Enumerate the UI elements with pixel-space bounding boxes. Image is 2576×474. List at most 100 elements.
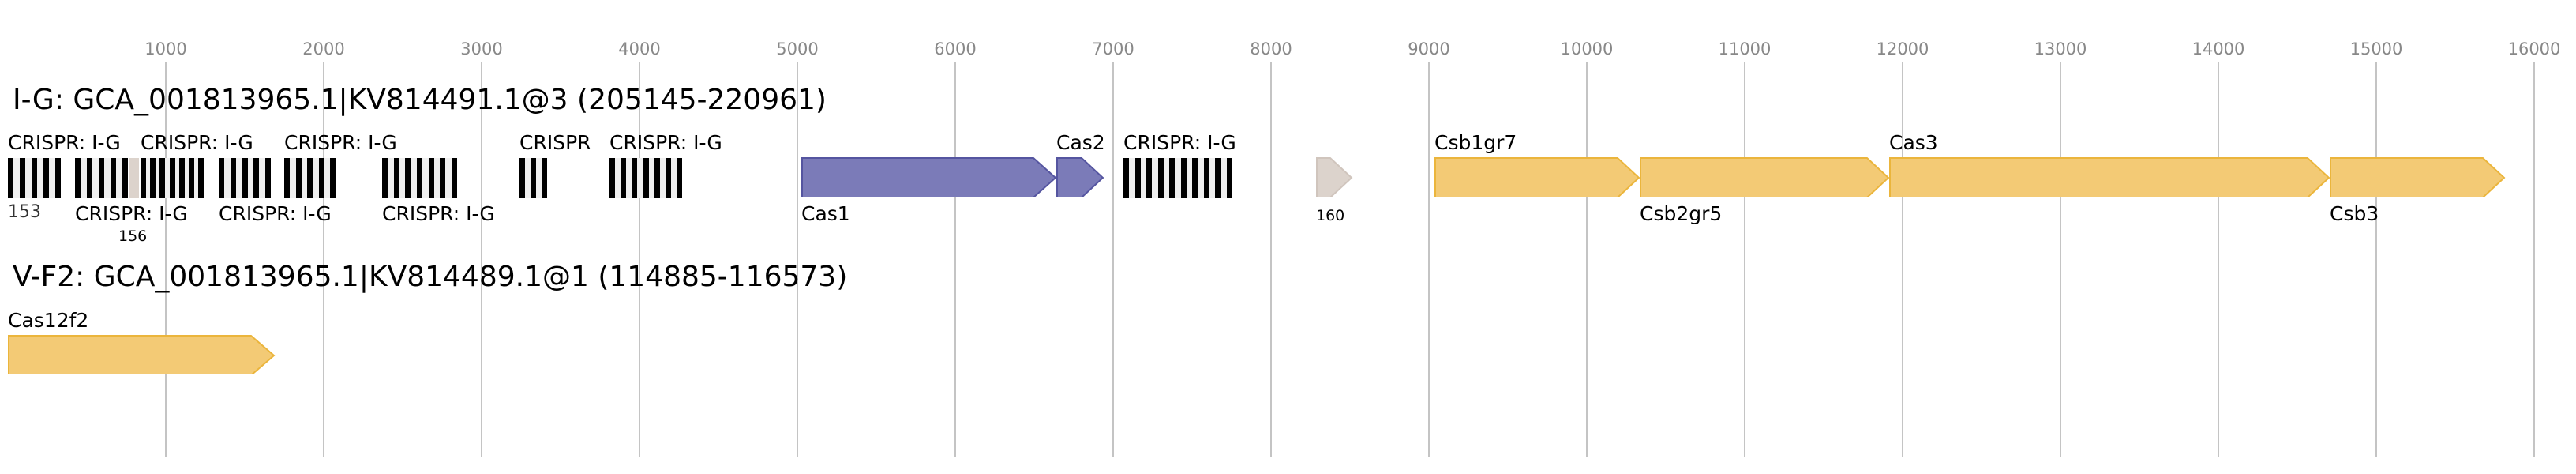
crispr-repeat xyxy=(99,158,104,198)
crispr-repeat xyxy=(242,158,248,198)
track1-title: I-G: GCA_001813965.1|KV814491.1@3 (20514… xyxy=(13,84,827,116)
unknown-label-160: 160 xyxy=(1316,207,1345,224)
crispr-label: CRISPR: I-G xyxy=(219,202,332,225)
crispr-repeat xyxy=(1215,158,1221,198)
crispr-repeat xyxy=(1169,158,1176,198)
crispr-repeat xyxy=(632,158,638,198)
crispr-repeat xyxy=(1203,158,1209,198)
gene-label-cas1: Cas1 xyxy=(801,202,850,225)
tick-label: 15000 xyxy=(2349,40,2403,58)
crispr-repeat xyxy=(198,158,204,198)
crispr-repeat xyxy=(318,158,324,198)
crispr-repeat xyxy=(169,158,175,198)
grid-line xyxy=(1586,62,1588,457)
crispr-repeat xyxy=(75,158,81,198)
crispr-repeat xyxy=(253,158,260,198)
grid-line xyxy=(954,62,956,457)
crispr-repeat xyxy=(295,158,302,198)
grid-line xyxy=(1428,62,1430,457)
crispr-repeat xyxy=(1157,158,1164,198)
crispr-repeat xyxy=(55,158,61,198)
gene-cas12f2[interactable] xyxy=(8,335,276,374)
gene-csb1gr7[interactable] xyxy=(1434,157,1641,197)
tick-label: 2000 xyxy=(302,40,345,58)
gene-cas1[interactable] xyxy=(801,157,1058,197)
gene-csb2gr5[interactable] xyxy=(1640,157,1891,197)
grid-line xyxy=(797,62,798,457)
crispr-repeat xyxy=(382,158,388,198)
crispr-label: CRISPR: I-G xyxy=(382,202,495,225)
grid-line xyxy=(1744,62,1745,457)
grid-line xyxy=(165,62,167,457)
crispr-repeat xyxy=(665,158,671,198)
crispr-label: CRISPR: I-G xyxy=(8,131,121,154)
grid-line xyxy=(2060,62,2061,457)
gene-cas2[interactable] xyxy=(1056,157,1105,197)
crispr-repeat xyxy=(1146,158,1153,198)
crispr-repeat xyxy=(428,158,434,198)
tick-label: 8000 xyxy=(1250,40,1292,58)
tick-label: 13000 xyxy=(2034,40,2087,58)
grid-line xyxy=(2533,62,2535,457)
crispr-repeat xyxy=(43,158,49,198)
crispr-repeat xyxy=(219,158,224,198)
crispr-array[interactable] xyxy=(1123,158,1232,198)
grid-line xyxy=(481,62,482,457)
gene-csb3[interactable] xyxy=(2330,157,2507,197)
crispr-repeat xyxy=(307,158,313,198)
tick-label: 1000 xyxy=(144,40,187,58)
crispr-repeat xyxy=(1134,158,1141,198)
crispr-repeat xyxy=(677,158,682,198)
tick-label: 10000 xyxy=(1560,40,1614,58)
crispr-repeat xyxy=(122,158,128,198)
crispr-repeat xyxy=(1180,158,1187,198)
tick-label: 12000 xyxy=(1876,40,1929,58)
crispr-repeat xyxy=(1123,158,1129,198)
tick-label: 5000 xyxy=(776,40,819,58)
crispr-repeat xyxy=(452,158,457,198)
gene-label-cas3: Cas3 xyxy=(1889,131,1938,154)
crispr-repeat xyxy=(654,158,660,198)
crispr-repeat xyxy=(1227,158,1232,198)
crispr-repeat xyxy=(188,158,194,198)
crispr-repeat xyxy=(405,158,411,198)
gene-label-csb1gr7: Csb1gr7 xyxy=(1434,131,1517,154)
grid-line xyxy=(1270,62,1272,457)
grid-line xyxy=(639,62,640,457)
crispr-repeat xyxy=(230,158,236,198)
crispr-label: CRISPR xyxy=(519,131,591,154)
track2-title: V-F2: GCA_001813965.1|KV814489.1@1 (1148… xyxy=(13,261,848,293)
gene-cas3[interactable] xyxy=(1889,157,2331,197)
tick-label: 4000 xyxy=(618,40,661,58)
tick-label: 11000 xyxy=(1718,40,1772,58)
gene-label-csb2gr5: Csb2gr5 xyxy=(1640,202,1723,225)
gene-label-cas2: Cas2 xyxy=(1056,131,1105,154)
crispr-repeat xyxy=(330,158,336,198)
crispr-repeat xyxy=(417,158,422,198)
grid-line xyxy=(323,62,324,457)
crispr-repeat xyxy=(265,158,271,198)
crispr-repeat xyxy=(111,158,116,198)
crispr-repeat xyxy=(284,158,290,198)
unknown-gene-156[interactable] xyxy=(129,158,139,198)
crispr-repeat xyxy=(621,158,627,198)
tick-label: 16000 xyxy=(2507,40,2561,58)
crispr-repeat xyxy=(643,158,649,198)
crispr-repeat xyxy=(542,158,547,198)
crispr-repeat xyxy=(531,158,536,198)
crispr-repeat xyxy=(87,158,92,198)
crispr-repeat xyxy=(141,158,146,198)
grid-line xyxy=(2375,62,2377,457)
tick-label: 14000 xyxy=(2192,40,2245,58)
grid-line xyxy=(1112,62,1114,457)
crispr-label: CRISPR: I-G xyxy=(1123,131,1236,154)
crispr-label: CRISPR: I-G xyxy=(141,131,253,154)
unknown-gene-160[interactable] xyxy=(1316,157,1354,197)
tick-label: 7000 xyxy=(1092,40,1134,58)
grid-line xyxy=(1902,62,1903,457)
tick-label: 6000 xyxy=(934,40,977,58)
crispr-repeat xyxy=(440,158,446,198)
crispr-repeat xyxy=(1192,158,1198,198)
crispr-repeat xyxy=(519,158,525,198)
